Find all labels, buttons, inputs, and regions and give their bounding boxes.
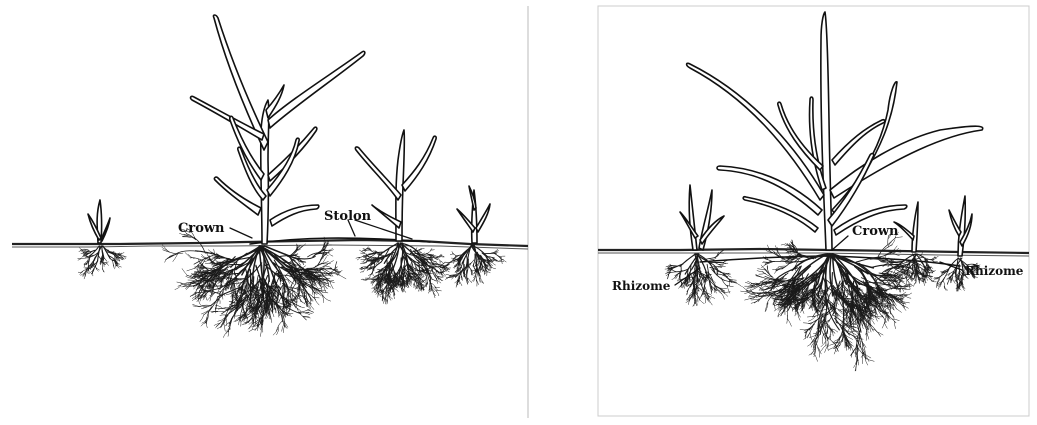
- rhizome-shoot-left: [680, 185, 724, 250]
- crown-leader-line: [230, 228, 252, 238]
- stolon-label: Stolon: [324, 209, 372, 224]
- small-plant-left: [88, 200, 110, 243]
- crown-leader-line-right: [832, 236, 848, 250]
- stolon-panel: Crown Stolon: [12, 6, 528, 418]
- rhizome-label-left: Rhizome: [612, 279, 671, 293]
- crown-label: Crown: [178, 221, 225, 236]
- small-plant-right: [457, 186, 490, 243]
- soil-surface-right: [598, 249, 1029, 256]
- rhizome-panel: Crown Rhizome Rhizome: [598, 6, 1029, 416]
- rhizome-label-right: Rhizome: [965, 264, 1024, 278]
- crown-label-right: Crown: [852, 224, 899, 239]
- main-plant-right: [687, 12, 983, 250]
